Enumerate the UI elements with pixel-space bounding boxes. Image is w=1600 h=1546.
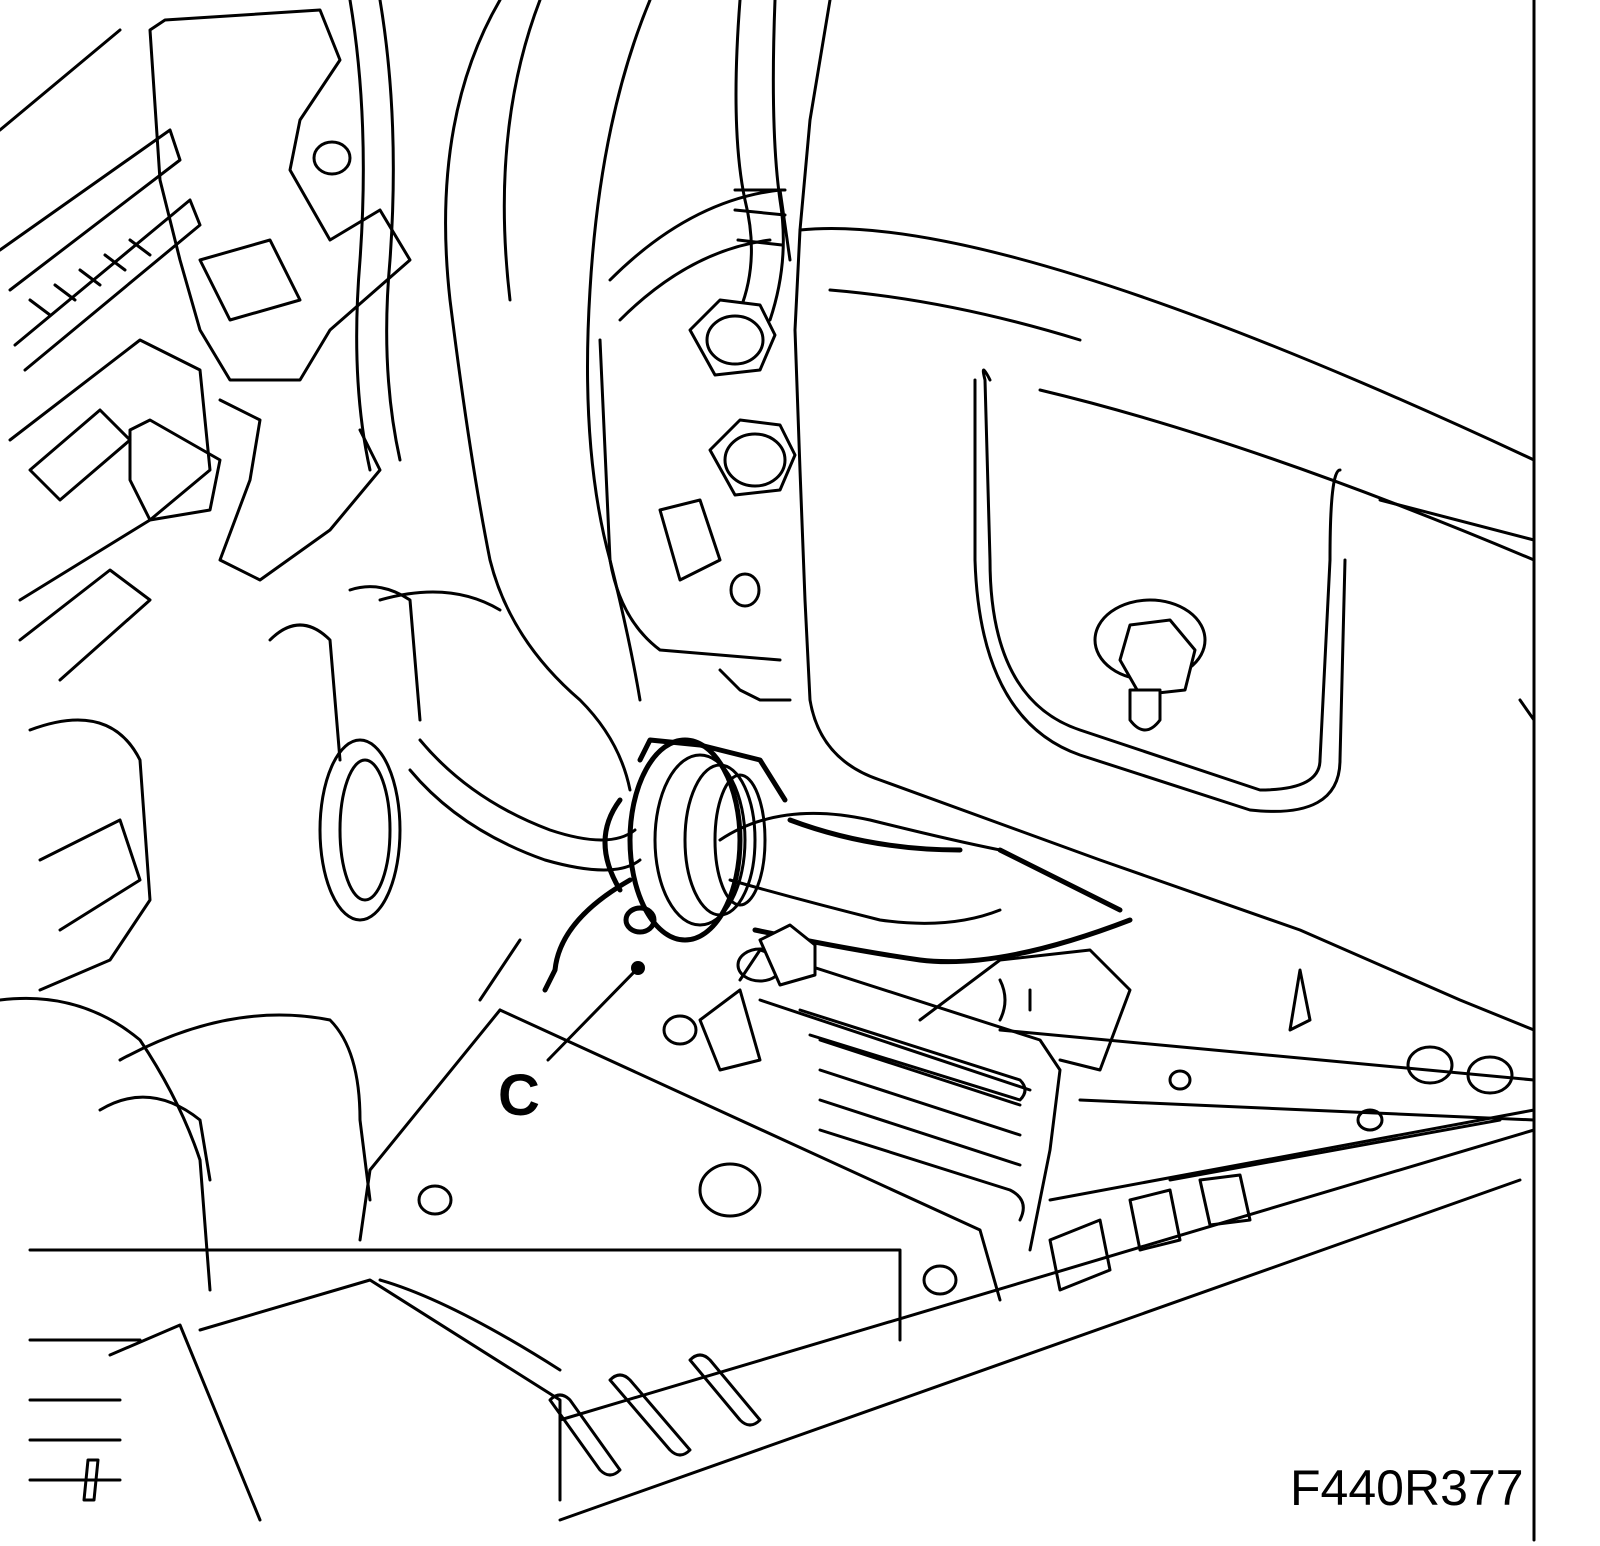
callout-c-leader <box>546 961 645 1062</box>
heat-shield <box>108 1128 1536 1522</box>
callout-c-label: C <box>498 1063 540 1128</box>
lower-left-hoses <box>0 996 902 1502</box>
intake-tube <box>318 0 652 922</box>
hose-clamp <box>542 737 788 993</box>
control-module <box>662 923 1132 1252</box>
engine-cover <box>793 0 1536 1032</box>
connecting-hose <box>718 811 1133 965</box>
lower-bracket-plate <box>358 938 1002 1302</box>
cover-stud-nut <box>1093 598 1207 732</box>
figure-code: F440R377 <box>1290 1460 1524 1516</box>
lower-right-chassis <box>998 968 1536 1292</box>
engine-casting <box>348 188 797 722</box>
upper-left-structure <box>0 28 212 992</box>
coolant-pipes <box>268 0 787 762</box>
sensor-bracket <box>128 8 412 582</box>
